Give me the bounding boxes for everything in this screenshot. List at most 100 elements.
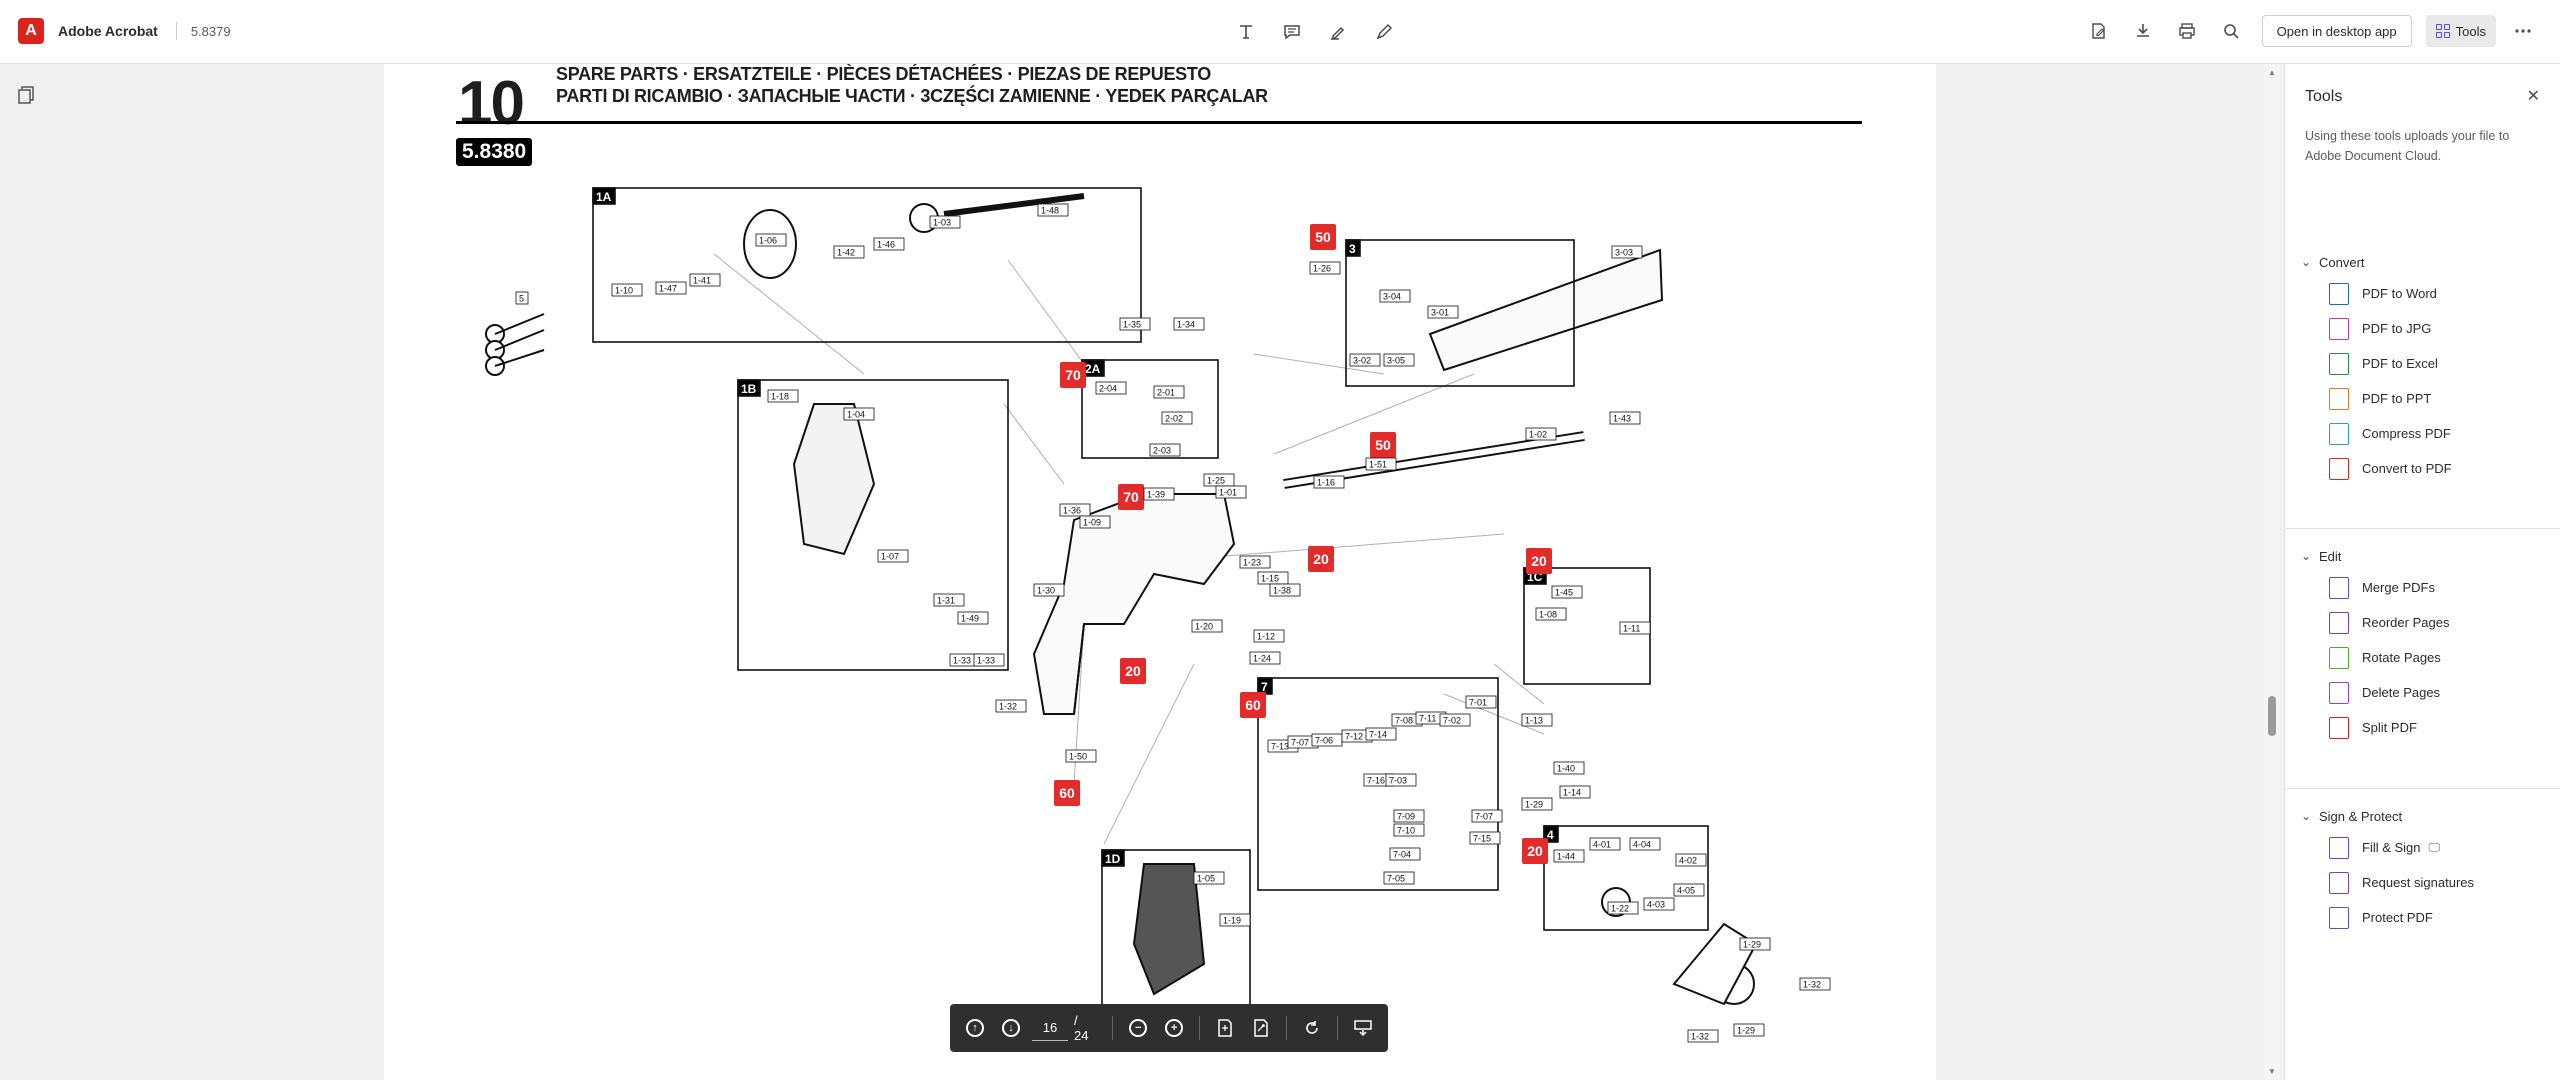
pdf-to-excel-icon bbox=[2329, 352, 2349, 375]
draw-icon[interactable] bbox=[1368, 16, 1400, 48]
annotation-toolbar bbox=[1230, 16, 1400, 48]
search-icon[interactable] bbox=[2214, 14, 2248, 48]
part-number-label: 4-02 bbox=[1679, 856, 1697, 866]
part-label-box bbox=[957, 611, 989, 625]
split-pdf-icon bbox=[2329, 716, 2349, 739]
detail-box-label: 7 bbox=[1261, 680, 1268, 694]
tool-pdf-to-excel[interactable]: PDF to Excel bbox=[2285, 346, 2560, 381]
part-number-label: 7-06 bbox=[1315, 736, 1333, 746]
text-tool-icon[interactable] bbox=[1230, 16, 1262, 48]
next-page-button[interactable]: ↓ bbox=[996, 1012, 1026, 1044]
fit-width-button[interactable] bbox=[1246, 1012, 1276, 1044]
pdf-to-jpg-icon bbox=[2329, 317, 2349, 340]
tool-reorder-pages[interactable]: Reorder Pages bbox=[2285, 605, 2560, 640]
part-label-box bbox=[1193, 871, 1225, 885]
part-number-label: 1-49 bbox=[961, 614, 979, 624]
tool-merge-pdfs[interactable]: Merge PDFs bbox=[2285, 570, 2560, 605]
reorder-pages-icon bbox=[2329, 611, 2349, 634]
part-number-label: 1-38 bbox=[1273, 586, 1291, 596]
detail-box-label: 2A bbox=[1085, 362, 1101, 376]
open-in-desktop-button[interactable]: Open in desktop app bbox=[2261, 15, 2412, 47]
section-header[interactable]: ⌄Sign & Protect bbox=[2285, 802, 2560, 830]
page-heading-number: 10 bbox=[458, 69, 525, 138]
price-tag-marker bbox=[1310, 224, 1336, 250]
scrollbar-thumb[interactable] bbox=[2268, 696, 2276, 736]
page-thumbnails-icon[interactable] bbox=[18, 86, 34, 109]
detail-box-tag-bg bbox=[1345, 239, 1361, 257]
tool-pdf-to-jpg[interactable]: PDF to JPG bbox=[2285, 311, 2560, 346]
zoom-out-button[interactable]: − bbox=[1123, 1012, 1153, 1044]
chevron-down-icon: ⌄ bbox=[2301, 255, 2312, 269]
tool-label: Compress PDF bbox=[2362, 426, 2451, 441]
tool-protect-pdf[interactable]: Protect PDF bbox=[2285, 900, 2560, 935]
tool-split-pdf[interactable]: Split PDF bbox=[2285, 710, 2560, 745]
tools-button[interactable]: Tools bbox=[2425, 15, 2496, 47]
page-display-button[interactable] bbox=[1348, 1012, 1378, 1044]
zoom-in-icon: + bbox=[1165, 1019, 1184, 1037]
part-number-label: 7-11 bbox=[1419, 714, 1436, 724]
fit-page-button[interactable] bbox=[1210, 1012, 1240, 1044]
part-number-label: 1-26 bbox=[1313, 264, 1331, 274]
tool-request-signatures[interactable]: Request signatures bbox=[2285, 865, 2560, 900]
scroll-up-icon[interactable]: ▲ bbox=[2268, 68, 2276, 77]
section-title: Convert bbox=[2319, 254, 2365, 270]
page-display-icon bbox=[1354, 1020, 1372, 1037]
part-number-label: 3-04 bbox=[1383, 292, 1401, 302]
vertical-scrollbar[interactable]: ▲ ▼ bbox=[2264, 64, 2280, 1080]
part-label-box bbox=[1619, 621, 1651, 635]
part-number-label: 1-32 bbox=[1691, 1032, 1709, 1042]
section-header[interactable]: ⌄ Convert bbox=[2285, 248, 2560, 276]
scroll-down-icon[interactable]: ▼ bbox=[2268, 1067, 2276, 1076]
tool-convert-to-pdf[interactable]: Convert to PDF bbox=[2285, 451, 2560, 486]
part-number-label: 1-33 bbox=[977, 656, 995, 666]
desktop-only-icon: 🖵 bbox=[2428, 840, 2441, 854]
detail-box-2a bbox=[1081, 359, 1219, 459]
comment-icon[interactable] bbox=[1276, 16, 1308, 48]
detail-box-1b bbox=[737, 379, 1009, 671]
part-number-label: 1-50 bbox=[1069, 752, 1087, 762]
part-label-box bbox=[1239, 555, 1271, 569]
download-icon[interactable] bbox=[2126, 14, 2160, 48]
tool-fill-sign[interactable]: Fill & Sign🖵 bbox=[2285, 830, 2560, 865]
previous-page-button[interactable]: ↑ bbox=[960, 1012, 990, 1044]
part-number-label: 1-08 bbox=[1539, 610, 1557, 620]
part-label-box bbox=[689, 273, 721, 287]
part-number-label: 7-12 bbox=[1345, 732, 1363, 742]
section-title: Sign & Protect bbox=[2319, 808, 2403, 824]
part-number-label: 2-04 bbox=[1099, 384, 1117, 394]
section-header[interactable]: ⌄Edit bbox=[2285, 542, 2560, 570]
divider bbox=[1337, 1016, 1338, 1040]
rotate-button[interactable] bbox=[1297, 1012, 1327, 1044]
part-label-box bbox=[1079, 515, 1111, 529]
tool-pdf-to-word[interactable]: PDF to Word bbox=[2285, 276, 2560, 311]
tools-button-label: Tools bbox=[2455, 23, 2486, 39]
tool-rotate-pages[interactable]: Rotate Pages bbox=[2285, 640, 2560, 675]
part-number-label: 1-03 bbox=[933, 218, 951, 228]
detail-box-tag-bg bbox=[1101, 849, 1125, 867]
tool-delete-pages[interactable]: Delete Pages bbox=[2285, 675, 2560, 710]
part-label-box bbox=[1427, 305, 1459, 319]
part-number-label: 7-07 bbox=[1475, 812, 1493, 822]
more-options-icon[interactable] bbox=[2506, 14, 2540, 48]
part-number-label: 1-30 bbox=[1037, 586, 1055, 596]
highlight-icon[interactable] bbox=[1322, 16, 1354, 48]
part-label-box bbox=[1249, 651, 1281, 665]
part-number-label: 1-45 bbox=[1555, 588, 1573, 598]
tool-compress-pdf[interactable]: Compress PDF bbox=[2285, 416, 2560, 451]
total-pages: / 24 bbox=[1073, 1013, 1089, 1043]
part-label-box bbox=[1173, 317, 1205, 331]
part-number-label: 4-01 bbox=[1593, 840, 1611, 850]
tool-pdf-to-ppt[interactable]: PDF to PPT bbox=[2285, 381, 2560, 416]
edit-pdf-icon[interactable] bbox=[2082, 14, 2116, 48]
document-viewport[interactable]: 10 SPARE PARTS · ERSATZTEILE · PIÈCES DÉ… bbox=[384, 64, 1936, 1080]
zoom-in-button[interactable]: + bbox=[1159, 1012, 1189, 1044]
document-name: 5.8379 bbox=[190, 23, 231, 39]
page-number-input[interactable] bbox=[1031, 1015, 1068, 1041]
divider bbox=[2285, 528, 2560, 529]
part-number-label: 7-10 bbox=[1397, 826, 1415, 836]
part-number-label: 1-24 bbox=[1253, 654, 1271, 664]
close-icon[interactable]: ✕ bbox=[2526, 88, 2540, 105]
print-icon[interactable] bbox=[2170, 14, 2204, 48]
pdf-to-ppt-icon bbox=[2329, 387, 2349, 410]
